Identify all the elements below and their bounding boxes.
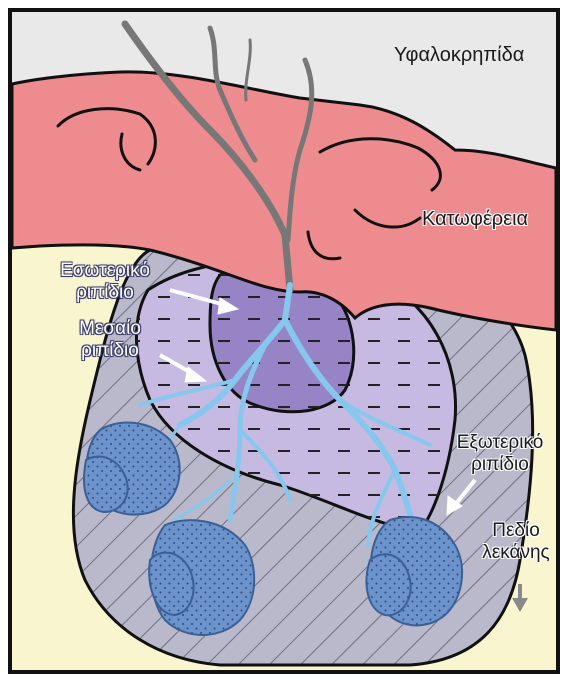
middle-fan-label-line2: ριπίδιο <box>55 340 165 362</box>
basin-plain-label: Πεδίο λεκάνης <box>470 520 562 564</box>
slope-label: Κατωφέρεια <box>422 208 528 230</box>
basin-plain-label-line1: Πεδίο <box>470 520 562 542</box>
middle-fan-label: Μεσαίο ριπίδιο <box>55 318 165 362</box>
inner-fan-label: Εσωτερικό ριπίδιο <box>40 260 170 304</box>
inner-fan-label-line2: ριπίδιο <box>40 282 170 304</box>
inner-fan-label-line1: Εσωτερικό <box>40 260 170 282</box>
outer-fan-label: Εξωτερικό ριπίδιο <box>440 432 560 476</box>
outer-fan-label-line1: Εξωτερικό <box>440 432 560 454</box>
middle-fan-label-line1: Μεσαίο <box>55 318 165 340</box>
basin-plain-label-line2: λεκάνης <box>470 542 562 564</box>
outer-fan-label-line2: ριπίδιο <box>440 454 560 476</box>
shelf-label: Υφαλοκρηπίδα <box>394 44 524 66</box>
